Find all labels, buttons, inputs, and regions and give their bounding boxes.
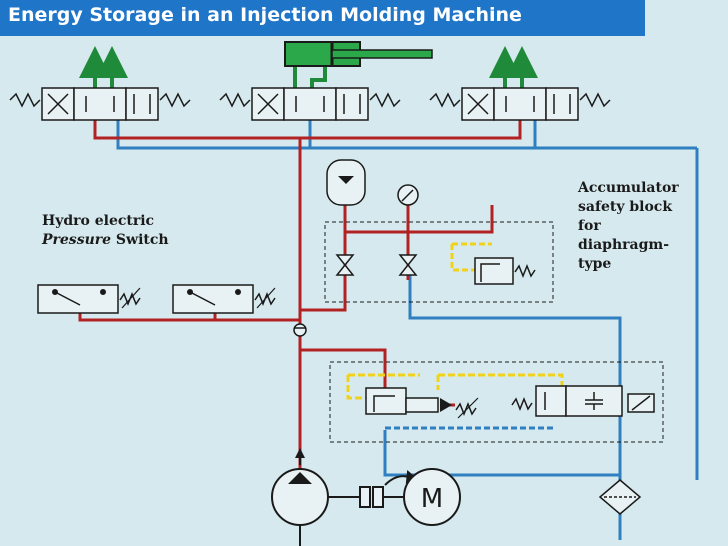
pressure-switch-label-italic: Pressure (42, 232, 112, 248)
accumulator-vessel (326, 159, 366, 206)
pressure-switch-left (37, 284, 141, 314)
title-bar: Energy Storage in an Injection Molding M… (0, 0, 645, 36)
unloading-valve (365, 387, 479, 419)
accumulator-label-line: diaphragm- (578, 237, 670, 253)
pilot-lines (346, 373, 564, 400)
pressure-switch-right (172, 284, 276, 314)
directional-valve-left (9, 87, 191, 121)
pressure-switch-label: Hydro electric Pressure Switch (42, 212, 169, 250)
pressure-lines (78, 120, 522, 480)
check-valve (293, 323, 307, 337)
directional-valve-right (429, 87, 611, 121)
pressure-switch-label-line1: Hydro electric (42, 213, 155, 229)
accumulator-label-line: for (578, 218, 601, 234)
accumulator-label-line: safety block (578, 199, 673, 215)
accumulator-label: Accumulator safety block for diaphragm- … (578, 179, 679, 274)
shutoff-valve-left (335, 254, 355, 276)
motor-label: M (421, 484, 443, 514)
solenoid-valve (511, 385, 655, 417)
accumulator-block-frame (324, 221, 554, 303)
accumulator-label-line: Accumulator (578, 180, 679, 196)
shaft-coupling (328, 469, 417, 508)
relief-valve-block (450, 242, 536, 285)
shutoff-valve-right (398, 254, 418, 276)
filter (598, 479, 642, 515)
pump-control-block-frame (329, 361, 664, 443)
hydraulic-pump (271, 448, 329, 546)
hydraulic-cylinder (284, 41, 433, 67)
pressure-gauge (397, 184, 419, 206)
page-title: Energy Storage in an Injection Molding M… (8, 4, 522, 26)
pressure-switch-label-rest: Switch (111, 232, 169, 248)
electric-motor: M (403, 468, 461, 526)
directional-valve-middle (219, 87, 401, 121)
accumulator-label-line: type (578, 256, 612, 272)
pressure-switch-label-line2: Pressure Switch (42, 231, 169, 250)
